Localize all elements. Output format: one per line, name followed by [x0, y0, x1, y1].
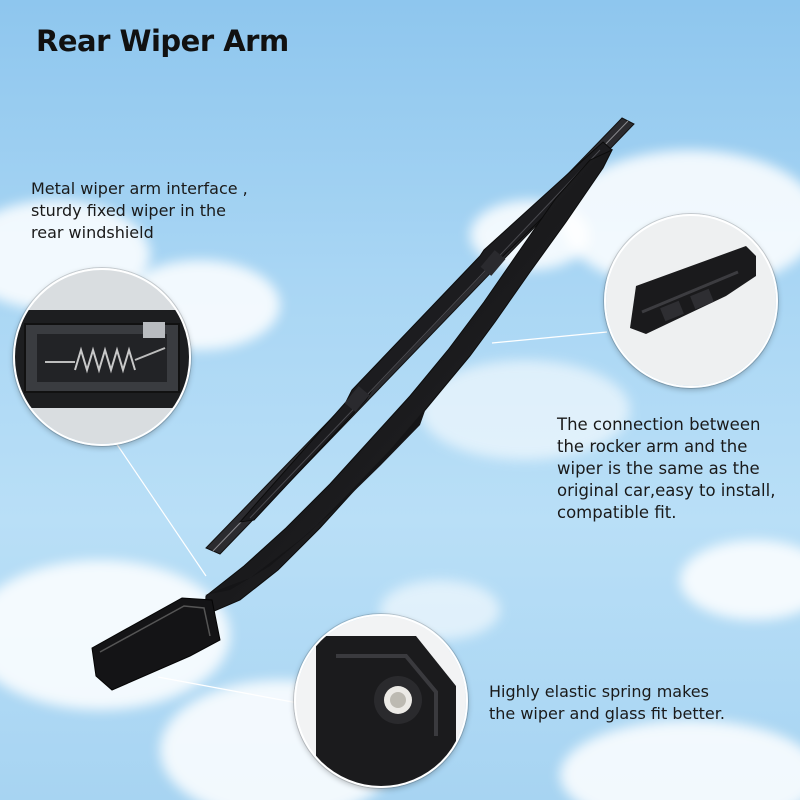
callout-line: wiper is the same as the: [557, 459, 760, 478]
callout-line: sturdy fixed wiper in the: [31, 201, 227, 220]
callout-line: original car,easy to install,: [557, 481, 776, 500]
callout-line: rear windshield: [31, 223, 154, 242]
callout-line: compatible fit.: [557, 503, 677, 522]
callout-connection: The connection between the rocker arm an…: [557, 414, 775, 524]
callout-interface: Metal wiper arm interface , sturdy fixed…: [31, 178, 248, 244]
callout-line: The connection between: [557, 415, 761, 434]
callout-line: Metal wiper arm interface ,: [31, 179, 248, 198]
inset-pivot-cap: [294, 614, 468, 788]
cloud: [420, 360, 630, 460]
callout-line: the wiper and glass fit better.: [489, 704, 725, 723]
callout-spring: Highly elastic spring makes the wiper an…: [489, 681, 725, 725]
callout-line: the rocker arm and the: [557, 437, 748, 456]
inset-spring-interface: [13, 268, 191, 446]
cloud: [680, 540, 800, 620]
inset-rocker-connection: [604, 214, 778, 388]
callout-line: Highly elastic spring makes: [489, 682, 709, 701]
page-title: Rear Wiper Arm: [36, 24, 289, 58]
